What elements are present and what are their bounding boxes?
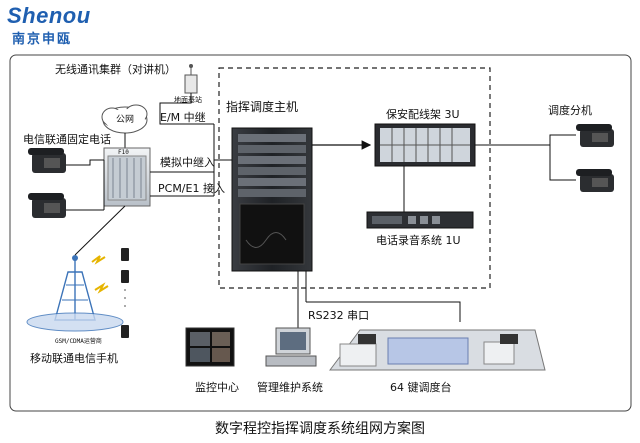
extension-label: 调度分机 bbox=[548, 104, 592, 117]
telephone-icon-right-1 bbox=[576, 124, 614, 147]
analog-trunk-label: 模拟中继入 bbox=[160, 156, 215, 169]
diagram-caption: 数字程控指挥调度系统组网方案图 bbox=[215, 421, 425, 437]
dispatch-host-rack bbox=[231, 127, 313, 272]
brand-logo: Shenou bbox=[7, 3, 91, 28]
phone1-link bbox=[66, 159, 104, 166]
wireless-base-station-icon bbox=[184, 64, 198, 94]
wireless-signal-icon bbox=[91, 255, 106, 265]
switch-model-label: F10 bbox=[118, 149, 129, 156]
telephone-icon-right-2 bbox=[576, 169, 614, 192]
cloud-label: 公网 bbox=[116, 115, 135, 125]
mgmt-label: 管理维护系统 bbox=[257, 381, 323, 394]
telephone-icon-left-1 bbox=[28, 148, 66, 173]
wireless-link bbox=[159, 93, 214, 125]
cloud-icon bbox=[101, 104, 148, 134]
pbx-switch-cabinet bbox=[103, 147, 151, 207]
outer-frame bbox=[9, 54, 632, 412]
monitor-center-screen bbox=[185, 327, 235, 367]
console-label: 64 键调度台 bbox=[390, 381, 452, 394]
pcm-e1-label: PCM/E1 接入 bbox=[158, 182, 225, 195]
host-label: 指挥调度主机 bbox=[226, 100, 299, 114]
base-station-label: 地面基站 bbox=[174, 96, 202, 104]
brand-logo-chinese: 南京申瓯 bbox=[12, 32, 73, 47]
dispatch-console-64 bbox=[329, 329, 546, 371]
em-trunk-label: E/M 中继 bbox=[160, 111, 206, 124]
cellular-tower-icon bbox=[26, 255, 124, 332]
recorder-1u-unit bbox=[366, 211, 474, 229]
mobile-label: 移动联通电信手机 bbox=[30, 352, 118, 365]
telephone-icon-left-2 bbox=[28, 193, 66, 218]
rs232-label: RS232 串口 bbox=[308, 309, 370, 322]
mdf-to-extensions-line bbox=[475, 134, 576, 146]
switch-to-tower-line bbox=[74, 205, 126, 256]
monitor-label: 监控中心 bbox=[195, 381, 239, 394]
telecom-fixed-label: 电信联通固定电话 bbox=[23, 133, 111, 146]
mobile-phone-icons bbox=[121, 248, 129, 338]
management-computer-icon bbox=[265, 327, 317, 367]
mdf-3u-unit bbox=[374, 123, 476, 167]
recorder-label: 电话录音系统 1U bbox=[376, 234, 461, 247]
wireless-cluster-label: 无线通讯集群（对讲机） bbox=[55, 63, 176, 76]
gsm-tower-label: GSM/CDMA运营商 bbox=[55, 338, 102, 345]
system-boundary bbox=[218, 67, 491, 289]
mdf-label: 保安配线架 3U bbox=[386, 108, 460, 121]
